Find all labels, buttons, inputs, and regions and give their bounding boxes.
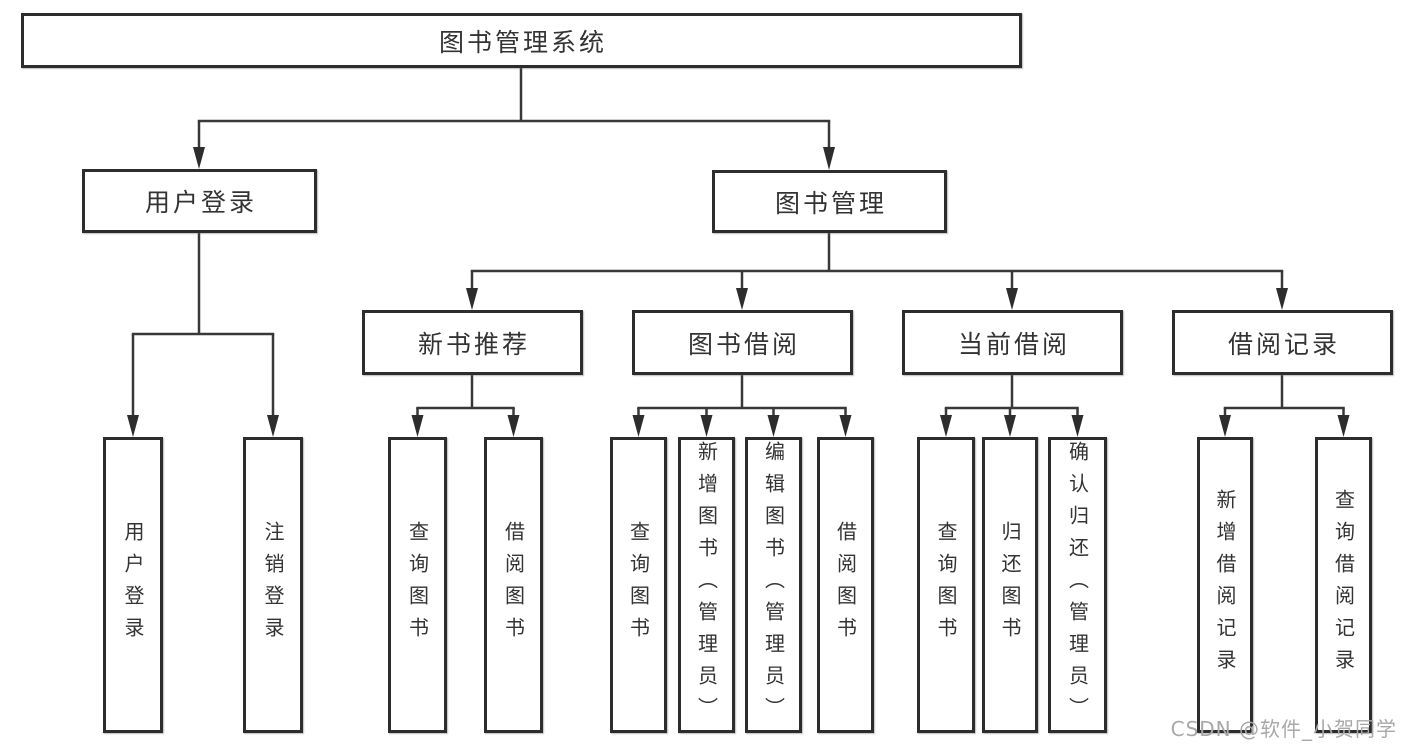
- leaf-logout-label: 注销登录: [261, 521, 285, 649]
- leaf-logout: 注销登录: [243, 437, 303, 733]
- leaf-cb-return-books-label: 归还图书: [998, 521, 1022, 649]
- arrowhead-icons: [127, 147, 1350, 437]
- node-book-borrow: 图书借阅: [632, 310, 853, 375]
- leaf-user-login: 用户登录: [103, 437, 163, 733]
- leaf-bb-edit-books-admin: 编辑图书（管理员）: [745, 437, 802, 733]
- leaf-cb-query-books: 查询图书: [917, 437, 975, 733]
- leaf-nbr-query-books: 查询图书: [388, 437, 447, 733]
- leaf-cb-confirm-return-admin: 确认归还（管理员）: [1048, 437, 1107, 733]
- leaf-br-add-record: 新增借阅记录: [1197, 437, 1253, 733]
- leaf-cb-return-books: 归还图书: [982, 437, 1038, 733]
- leaf-bb-query-books: 查询图书: [610, 437, 667, 733]
- node-borrow-records: 借阅记录: [1172, 310, 1393, 375]
- leaf-cb-query-books-label: 查询图书: [934, 521, 958, 649]
- leaf-br-query-record: 查询借阅记录: [1315, 437, 1372, 733]
- leaf-bb-query-books-label: 查询图书: [626, 521, 651, 649]
- node-user-login-branch: 用户登录: [82, 169, 317, 233]
- leaf-bb-borrow-books-label: 借阅图书: [833, 521, 858, 649]
- leaf-nbr-borrow-books-label: 借阅图书: [501, 521, 526, 649]
- node-book-management-branch: 图书管理: [712, 170, 947, 233]
- leaf-cb-confirm-return-admin-label: 确认归还（管理员）: [1065, 441, 1090, 729]
- leaf-bb-add-books-admin: 新增图书（管理员）: [678, 437, 735, 733]
- node-new-book-recommend: 新书推荐: [362, 310, 583, 375]
- leaf-br-add-record-label: 新增借阅记录: [1213, 489, 1237, 681]
- watermark: CSDN @软件_小贺同学: [1170, 717, 1397, 741]
- leaf-user-login-label: 用户登录: [121, 521, 145, 649]
- leaf-bb-edit-books-admin-label: 编辑图书（管理员）: [761, 441, 786, 729]
- leaf-nbr-query-books-label: 查询图书: [405, 521, 430, 649]
- node-root-title: 图书管理系统: [21, 13, 1022, 68]
- node-current-borrow: 当前借阅: [902, 310, 1123, 375]
- leaf-bb-add-books-admin-label: 新增图书（管理员）: [694, 441, 719, 729]
- leaf-nbr-borrow-books: 借阅图书: [484, 437, 543, 733]
- leaf-br-query-record-label: 查询借阅记录: [1331, 489, 1356, 681]
- leaf-bb-borrow-books: 借阅图书: [817, 437, 874, 733]
